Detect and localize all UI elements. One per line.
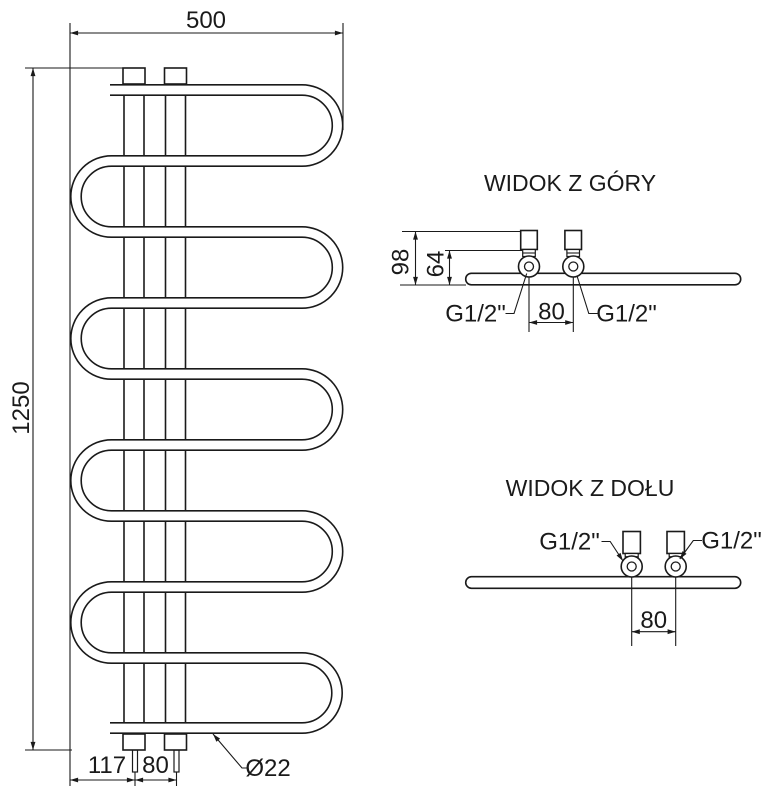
dim-label-pipe-diameter: Ø22: [245, 755, 290, 782]
rail-bar-top-view: [464, 272, 742, 286]
bottom-stub-left: [131, 749, 139, 773]
top-view: WIDOK Z GÓRY 98 64 80: [388, 170, 742, 332]
connector-tube-left: [519, 229, 539, 251]
valve-port-right: [568, 261, 579, 272]
rail-left: [123, 83, 145, 735]
front-view: 500 1250 117 80 Ø22: [8, 7, 344, 786]
leader-thread-left: [601, 540, 624, 562]
valve-port-left: [626, 561, 637, 572]
leader-thread-right: [576, 275, 598, 315]
top-view-dimensions: [400, 230, 522, 286]
dim-label-80-top-view: 80: [538, 299, 565, 326]
top-cap-left: [122, 67, 146, 85]
bottom-view-dim: [601, 539, 702, 635]
dim-label-98: 98: [388, 249, 415, 276]
leader-pipe-diameter: [212, 733, 249, 769]
connector-tube-right: [666, 530, 686, 555]
rail-bar-bottom-view: [464, 575, 742, 590]
bottom-cap-left: [122, 733, 146, 751]
dim-label-offset: 117: [88, 752, 126, 779]
thread-label-right-bottom-view: G1/2": [701, 528, 762, 555]
dim-label-width: 500: [186, 7, 226, 34]
thread-label-right-top-view: G1/2": [596, 301, 657, 328]
top-view-80-dim: [505, 273, 598, 325]
dim-label-80-bottom-view: 80: [640, 607, 667, 634]
valve-port-right: [670, 561, 681, 572]
serpentine-pipe-core: [71, 85, 342, 733]
leader-thread-right: [679, 539, 702, 560]
dim-label-height: 1250: [8, 381, 35, 434]
top-cap-right: [163, 67, 188, 85]
dim-label-spacing: 80: [142, 752, 169, 779]
thread-label-left-top-view: G1/2": [445, 301, 506, 328]
rail-right: [164, 83, 187, 735]
leader-thread-left: [505, 273, 528, 315]
bottom-view-title: WIDOK Z DOŁU: [506, 475, 675, 501]
bottom-view: WIDOK Z DOŁU G1/2" G1/2" 80: [464, 475, 762, 646]
dim-label-64: 64: [423, 251, 450, 278]
bottom-cap-right: [163, 733, 188, 751]
connector-tube-right: [564, 229, 583, 251]
serpentine-pipe-outline: [70, 84, 344, 734]
bottom-stub-right: [173, 749, 180, 773]
thread-label-left-bottom-view: G1/2": [539, 529, 600, 556]
connector-tube-left: [622, 530, 642, 555]
front-view-dimensions: [25, 23, 344, 786]
top-view-title: WIDOK Z GÓRY: [484, 170, 656, 196]
valve-port-left: [523, 261, 535, 272]
